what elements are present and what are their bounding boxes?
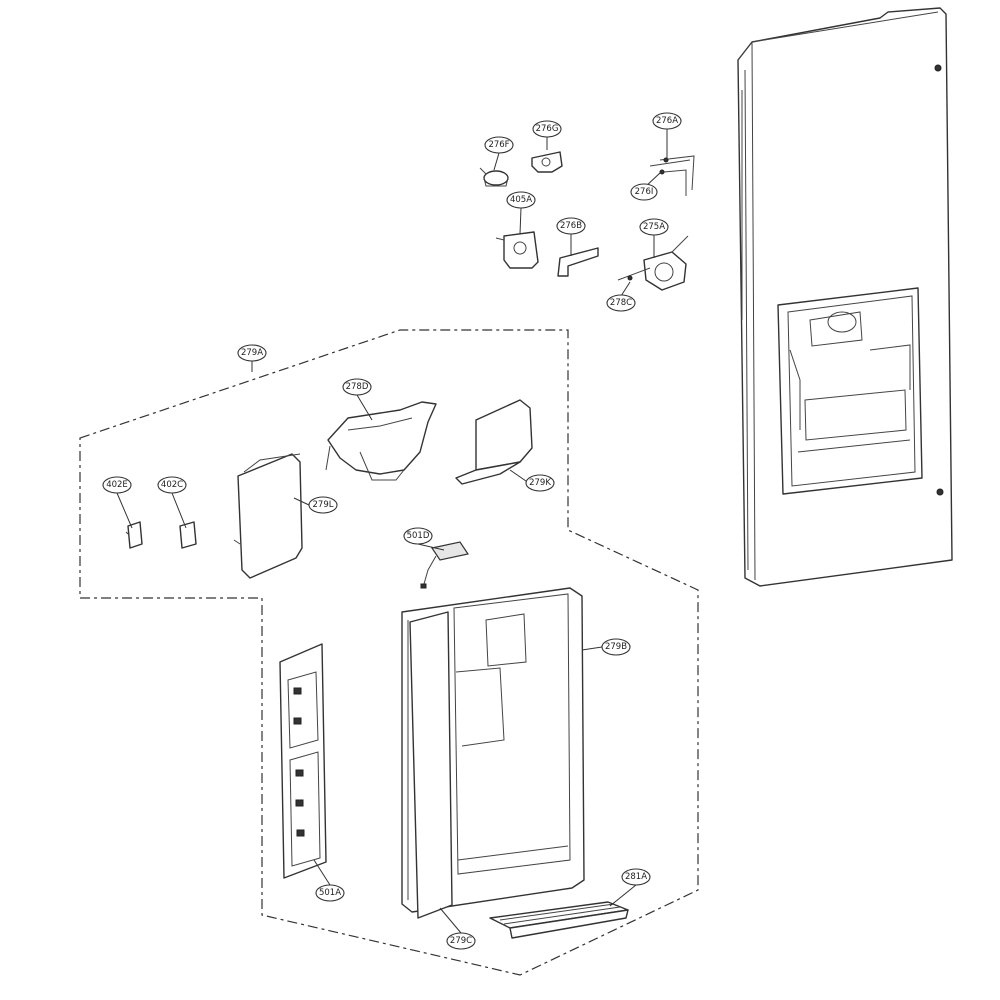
callout-278C: 278C bbox=[606, 294, 636, 312]
callout-279C: 279C bbox=[446, 932, 476, 950]
callout-279A: 279A bbox=[237, 344, 267, 362]
callout-501A: 501A bbox=[315, 884, 345, 902]
svg-text:276I: 276I bbox=[635, 187, 654, 197]
svg-text:278C: 278C bbox=[610, 298, 632, 308]
callout-402C: 402C bbox=[157, 476, 187, 494]
svg-text:405A: 405A bbox=[510, 195, 532, 205]
svg-text:276F: 276F bbox=[488, 140, 509, 150]
callout-279B: 279B bbox=[601, 638, 631, 656]
callout-276I: 276I bbox=[630, 183, 658, 201]
svg-text:501D: 501D bbox=[407, 531, 430, 541]
callout-276G: 276G bbox=[532, 120, 562, 138]
callout-501D: 501D bbox=[403, 527, 433, 545]
svg-text:281A: 281A bbox=[625, 872, 647, 882]
assembly-279A-boundary bbox=[79, 329, 699, 976]
callout-405A: 405A bbox=[506, 191, 536, 209]
part-501D-sensor bbox=[420, 541, 469, 589]
part-276F-clamp bbox=[479, 167, 509, 187]
part-279K-flap bbox=[455, 399, 533, 485]
callout-276B: 276B bbox=[556, 217, 586, 235]
callout-279L: 279L bbox=[308, 496, 338, 514]
part-405A-motor bbox=[495, 231, 539, 269]
svg-text:279L: 279L bbox=[313, 500, 334, 510]
door-screw-top-icon bbox=[934, 64, 942, 72]
svg-text:276B: 276B bbox=[560, 221, 582, 231]
svg-text:275A: 275A bbox=[643, 222, 665, 232]
callout-402E: 402E bbox=[102, 476, 132, 494]
door-panel bbox=[737, 7, 953, 587]
callout-281A: 281A bbox=[621, 868, 651, 886]
part-281A-grille bbox=[489, 901, 629, 939]
svg-text:402E: 402E bbox=[106, 480, 128, 490]
part-278D-funnel bbox=[325, 401, 437, 481]
svg-text:279A: 279A bbox=[241, 348, 263, 358]
part-275A-actuator bbox=[617, 235, 689, 291]
callout-276A: 276A bbox=[652, 112, 682, 130]
callout-279K: 279K bbox=[525, 474, 555, 492]
callout-276F: 276F bbox=[484, 136, 514, 154]
part-279L-cover bbox=[233, 453, 303, 579]
svg-text:279K: 279K bbox=[529, 478, 551, 488]
svg-text:402C: 402C bbox=[161, 480, 183, 490]
svg-text:278D: 278D bbox=[346, 382, 369, 392]
part-279C-panel bbox=[409, 611, 453, 919]
part-276G-bracket bbox=[531, 151, 563, 173]
callout-275A: 275A bbox=[639, 218, 669, 236]
part-402C-switch bbox=[179, 521, 197, 549]
part-276B-plate bbox=[557, 247, 599, 277]
door-screw-bottom-icon bbox=[936, 488, 944, 496]
svg-text:276G: 276G bbox=[536, 124, 559, 134]
part-276A-wire-harness bbox=[649, 155, 695, 196]
callout-278D: 278D bbox=[342, 378, 372, 396]
svg-text:279B: 279B bbox=[605, 642, 627, 652]
part-402E-switch bbox=[125, 521, 143, 549]
part-501A-control-board bbox=[279, 643, 327, 879]
svg-text:279C: 279C bbox=[450, 936, 472, 946]
svg-text:501A: 501A bbox=[319, 888, 341, 898]
svg-text:276A: 276A bbox=[656, 116, 678, 126]
